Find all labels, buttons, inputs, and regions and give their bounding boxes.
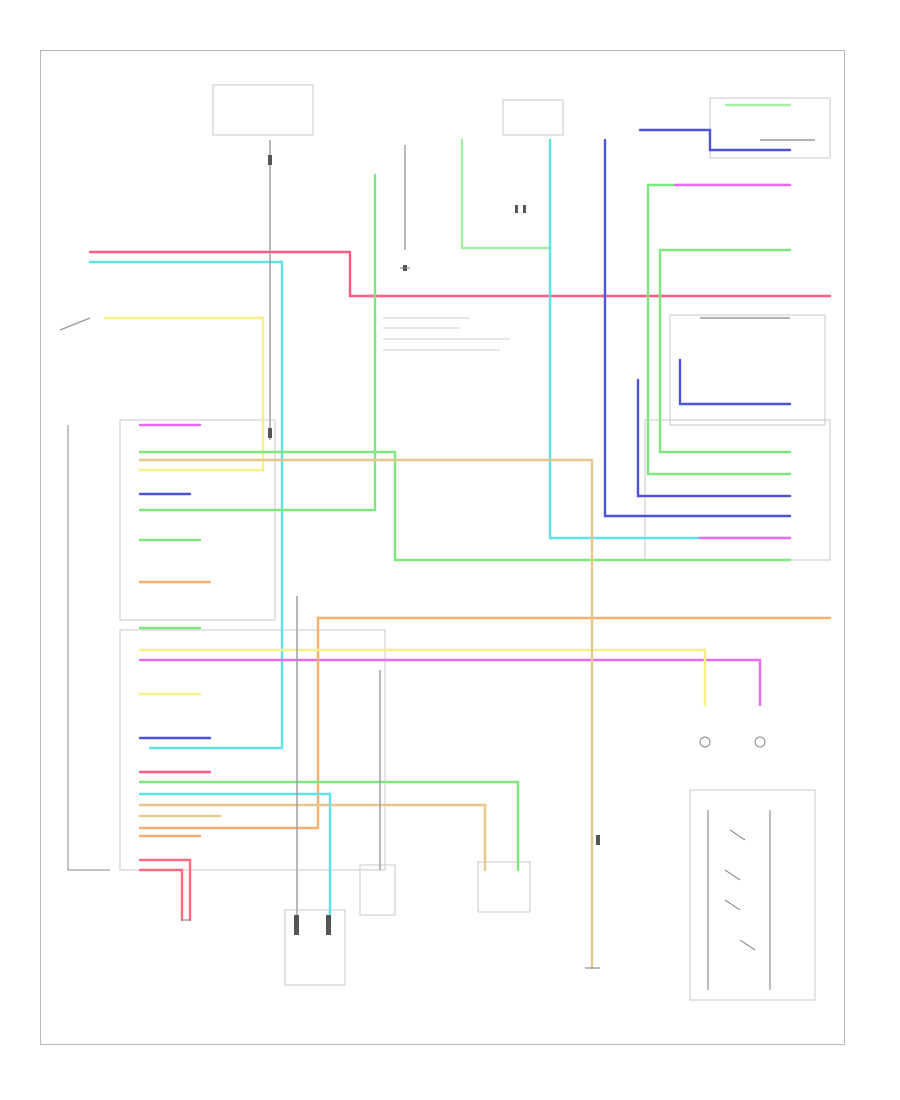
wire-red-bottom1 (138, 858, 192, 922)
wire-tan-vertical (138, 458, 594, 970)
wire-cyan-lower (138, 792, 332, 927)
wire-green-long (138, 450, 792, 562)
wire-tan-fuel (138, 803, 487, 872)
wire-gray-left (59, 317, 91, 331)
legend (383, 317, 510, 351)
right-module-mid (669, 314, 826, 426)
switch-contacts (707, 810, 771, 990)
diagram-frame (40, 50, 845, 1045)
indicator-lamps (699, 736, 766, 748)
wire-orange-long (138, 616, 832, 830)
top-right-module (709, 97, 831, 159)
wire-pink-top (88, 250, 832, 298)
wires (88, 103, 832, 970)
wire-blue-loop (678, 358, 792, 406)
main-connector-lower (119, 629, 386, 871)
wire-blue-right (603, 138, 792, 518)
lamp-right (754, 736, 766, 748)
wire-green-right1v (646, 183, 792, 476)
gray-wires (59, 139, 815, 915)
fuel-sender-box (477, 861, 531, 913)
ground-marks (182, 267, 600, 969)
wire-cyan-top (88, 260, 284, 750)
left-sensor-box (284, 909, 346, 986)
main-connector-box (119, 419, 276, 621)
wire-yellow-mid (138, 648, 707, 707)
top-switch-box (212, 84, 314, 136)
lamp-left (699, 736, 711, 748)
wire-red-bottom2 (138, 868, 184, 922)
wire-green-top (138, 173, 377, 512)
wire-magenta-mid (138, 658, 762, 707)
wire-yellow-top (103, 316, 265, 472)
wire-green-right2v (658, 248, 792, 454)
lock-sensor-box (359, 864, 396, 916)
top-center-connector (502, 99, 564, 136)
combination-switch-box (689, 789, 816, 1001)
wire-blue-far (638, 128, 792, 152)
wire-green-fuel (138, 780, 520, 872)
main-ecu-bracket (67, 425, 110, 871)
wire-green-center (460, 138, 550, 250)
component-outlines (119, 84, 831, 1001)
wire-blue-right2 (636, 378, 792, 498)
